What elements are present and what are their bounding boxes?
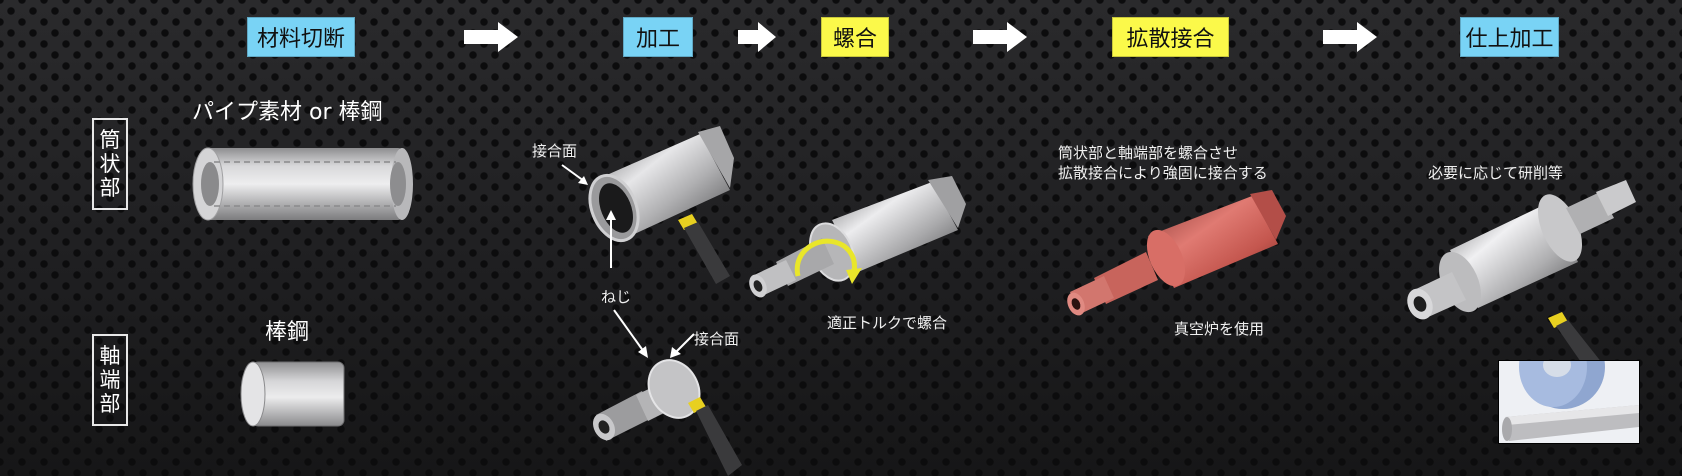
label-char: 部: [99, 392, 121, 416]
tube-material-label: パイプ素材 or 棒鋼: [192, 100, 383, 125]
screwing-caption: 適正トルクで螺合: [827, 314, 948, 332]
step-label: 材料切断: [256, 27, 345, 52]
thread-label: ねじ: [601, 288, 632, 306]
finishing-caption: 必要に応じて研削等: [1428, 164, 1564, 182]
bonding-caption: 真空炉を使用: [1174, 320, 1265, 338]
right-arrow-icon: [973, 22, 1027, 52]
right-arrow-icon: [464, 22, 518, 52]
step-label: 仕上加工: [1465, 27, 1554, 52]
thread-arrow-lower: [613, 309, 648, 358]
joint-face-arrow: [561, 164, 588, 185]
bonded-part-illustration: [1067, 190, 1286, 316]
section-label-shaft-end: 軸 端 部: [92, 334, 128, 426]
grinding-wheel-illustration: [1499, 361, 1639, 443]
finished-part-illustration: [1407, 180, 1636, 378]
machined-shaft-end-illustration: [592, 359, 742, 476]
pipe-material-illustration: [192, 147, 413, 221]
step-machining: 加工: [623, 17, 693, 57]
label-char: 筒: [99, 128, 121, 152]
grinding-inset-image: [1498, 360, 1640, 444]
bonding-description-line2: 拡散接合により強固に接合する: [1058, 164, 1268, 182]
step-finishing: 仕上加工: [1460, 17, 1559, 57]
label-char: 部: [99, 176, 121, 200]
step-material-cutting: 材料切断: [247, 17, 355, 57]
step-screwing: 螺合: [821, 17, 889, 57]
bonding-description-line1: 筒状部と軸端部を螺合させ: [1058, 144, 1239, 162]
step-diffusion-bonding: 拡散接合: [1112, 17, 1229, 57]
step-label: 拡散接合: [1126, 27, 1215, 52]
label-char: 状: [99, 152, 121, 176]
step-label: 加工: [635, 27, 680, 52]
thread-arrow: [606, 210, 616, 268]
right-arrow-icon: [738, 22, 776, 52]
screwed-assembly-illustration: [749, 176, 966, 298]
bar-steel-illustration: [240, 361, 345, 427]
right-arrow-icon: [1323, 22, 1377, 52]
tube-joint-face-label: 接合面: [532, 142, 578, 160]
step-label: 螺合: [832, 27, 877, 52]
shaft-joint-face-label: 接合面: [694, 330, 740, 348]
machined-tube-illustration: [588, 126, 734, 284]
label-char: 端: [99, 368, 121, 392]
section-label-tube: 筒 状 部: [92, 118, 128, 210]
label-char: 軸: [99, 344, 121, 368]
shaft-material-label: 棒鋼: [265, 320, 310, 345]
joint-face-arrow-lower: [670, 333, 695, 358]
